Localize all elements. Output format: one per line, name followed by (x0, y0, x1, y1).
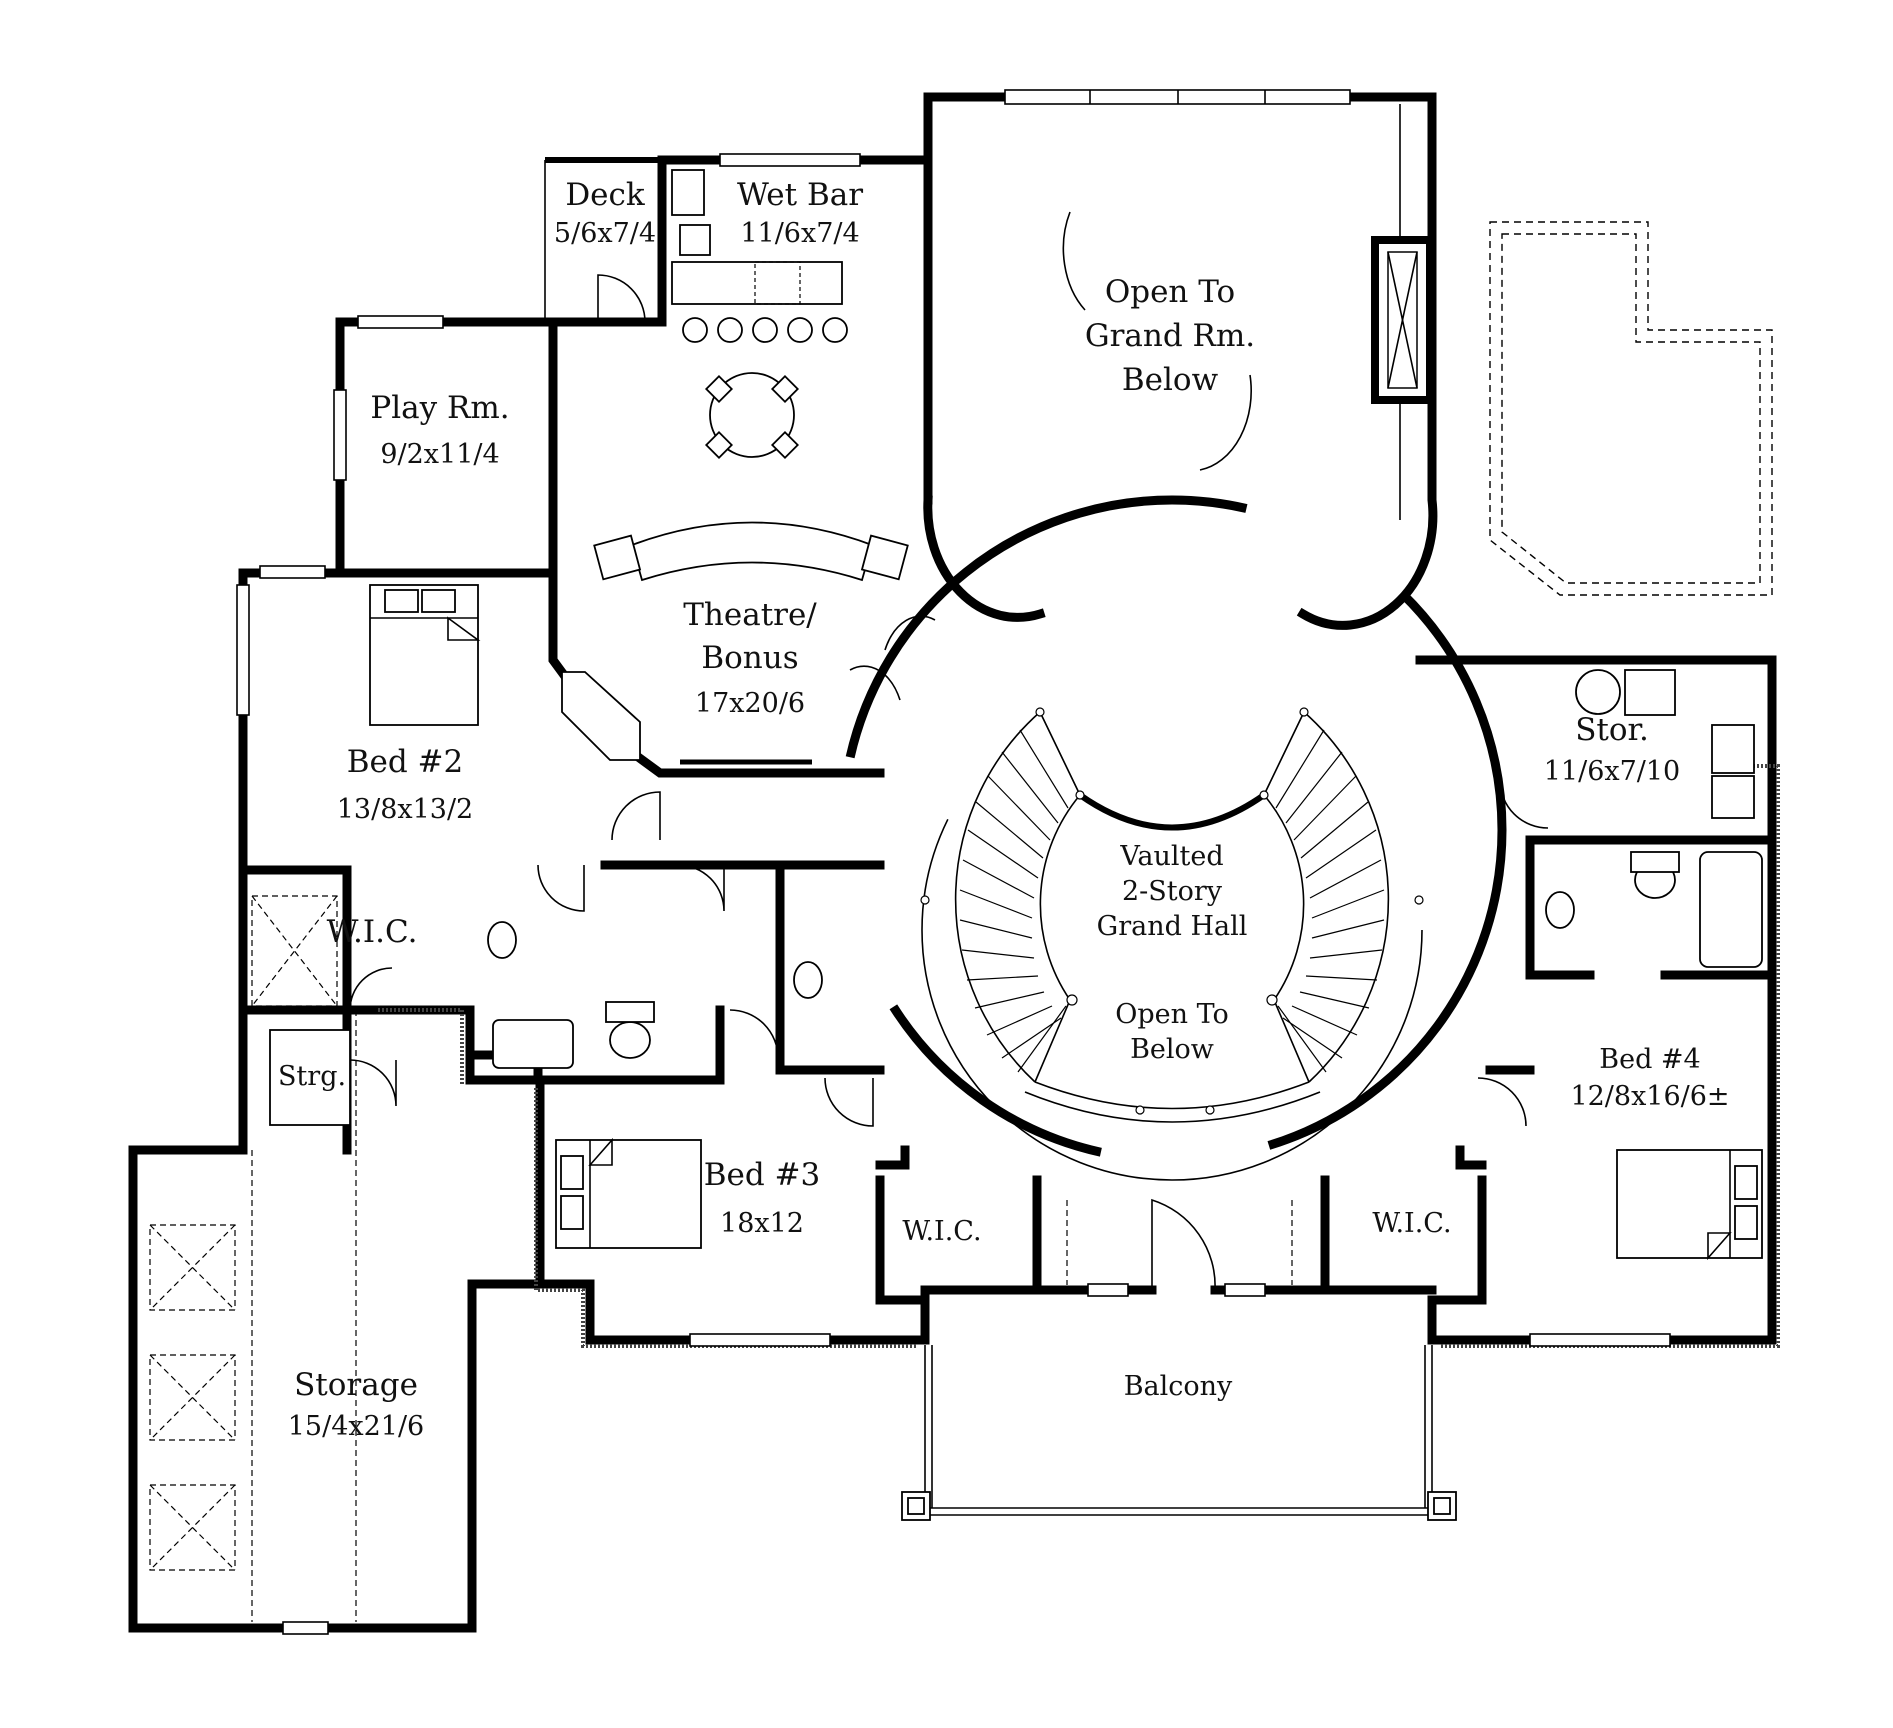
label-grand-hall-3: Grand Hall (1097, 911, 1248, 942)
fixtures (149, 169, 1763, 1622)
label-open-below-2: Below (1130, 1034, 1214, 1065)
room-size-bed4: 12/8x16/6± (1570, 1081, 1729, 1112)
room-size-stor: 11/6x7/10 (1544, 756, 1681, 787)
label-open-to-grand-1: Open To (1105, 274, 1235, 310)
balcony (901, 1345, 1457, 1521)
room-label-storage: Storage (294, 1367, 418, 1403)
room-size-theatre: 17x20/6 (695, 688, 805, 719)
roof-outline (1489, 221, 1773, 596)
label-grand-hall-2: 2-Story (1122, 876, 1223, 907)
room-label-strg: Strg. (278, 1061, 346, 1092)
room-label-wic-left: W.I.C. (327, 914, 418, 950)
fireplace-chimney (1371, 104, 1434, 520)
curved-staircase (920, 679, 1424, 1181)
room-label-stor: Stor. (1575, 712, 1649, 748)
open-to-below-arc (1062, 211, 1252, 471)
room-label-theatre-2: Bonus (701, 640, 798, 676)
room-size-deck: 5/6x7/4 (554, 218, 656, 249)
room-size-bed3: 18x12 (720, 1208, 804, 1239)
room-label-theatre-1: Theatre/ (683, 597, 817, 633)
label-open-below-1: Open To (1115, 999, 1229, 1030)
room-label-wic-bed4: W.I.C. (1372, 1208, 1451, 1239)
room-label-wet-bar: Wet Bar (737, 177, 863, 213)
room-label-bed3: Bed #3 (704, 1157, 821, 1193)
room-label-bed2: Bed #2 (347, 744, 464, 780)
room-label-bed4: Bed #4 (1599, 1044, 1701, 1075)
room-label-balcony: Balcony (1124, 1371, 1233, 1402)
windows (236, 89, 1671, 1635)
room-size-play-room: 9/2x11/4 (380, 439, 499, 470)
room-label-play-room: Play Rm. (370, 390, 509, 426)
exterior-walls (128, 92, 1777, 1633)
wall-hatching (378, 764, 1780, 1348)
label-open-to-grand-3: Below (1122, 362, 1219, 398)
room-label-deck: Deck (565, 177, 645, 213)
stair-treads (959, 711, 1385, 1073)
room-size-bed2: 13/8x13/2 (337, 794, 474, 825)
label-grand-hall-1: Vaulted (1119, 841, 1223, 872)
doors (349, 274, 1549, 1291)
room-labels: Deck 5/6x7/4 Wet Bar 11/6x7/4 Play Rm. 9… (278, 177, 1730, 1442)
label-open-to-grand-2: Grand Rm. (1085, 318, 1255, 354)
room-label-wic-bed3: W.I.C. (902, 1216, 981, 1247)
room-size-wet-bar: 11/6x7/4 (740, 218, 859, 249)
room-size-storage: 15/4x21/6 (288, 1411, 425, 1442)
